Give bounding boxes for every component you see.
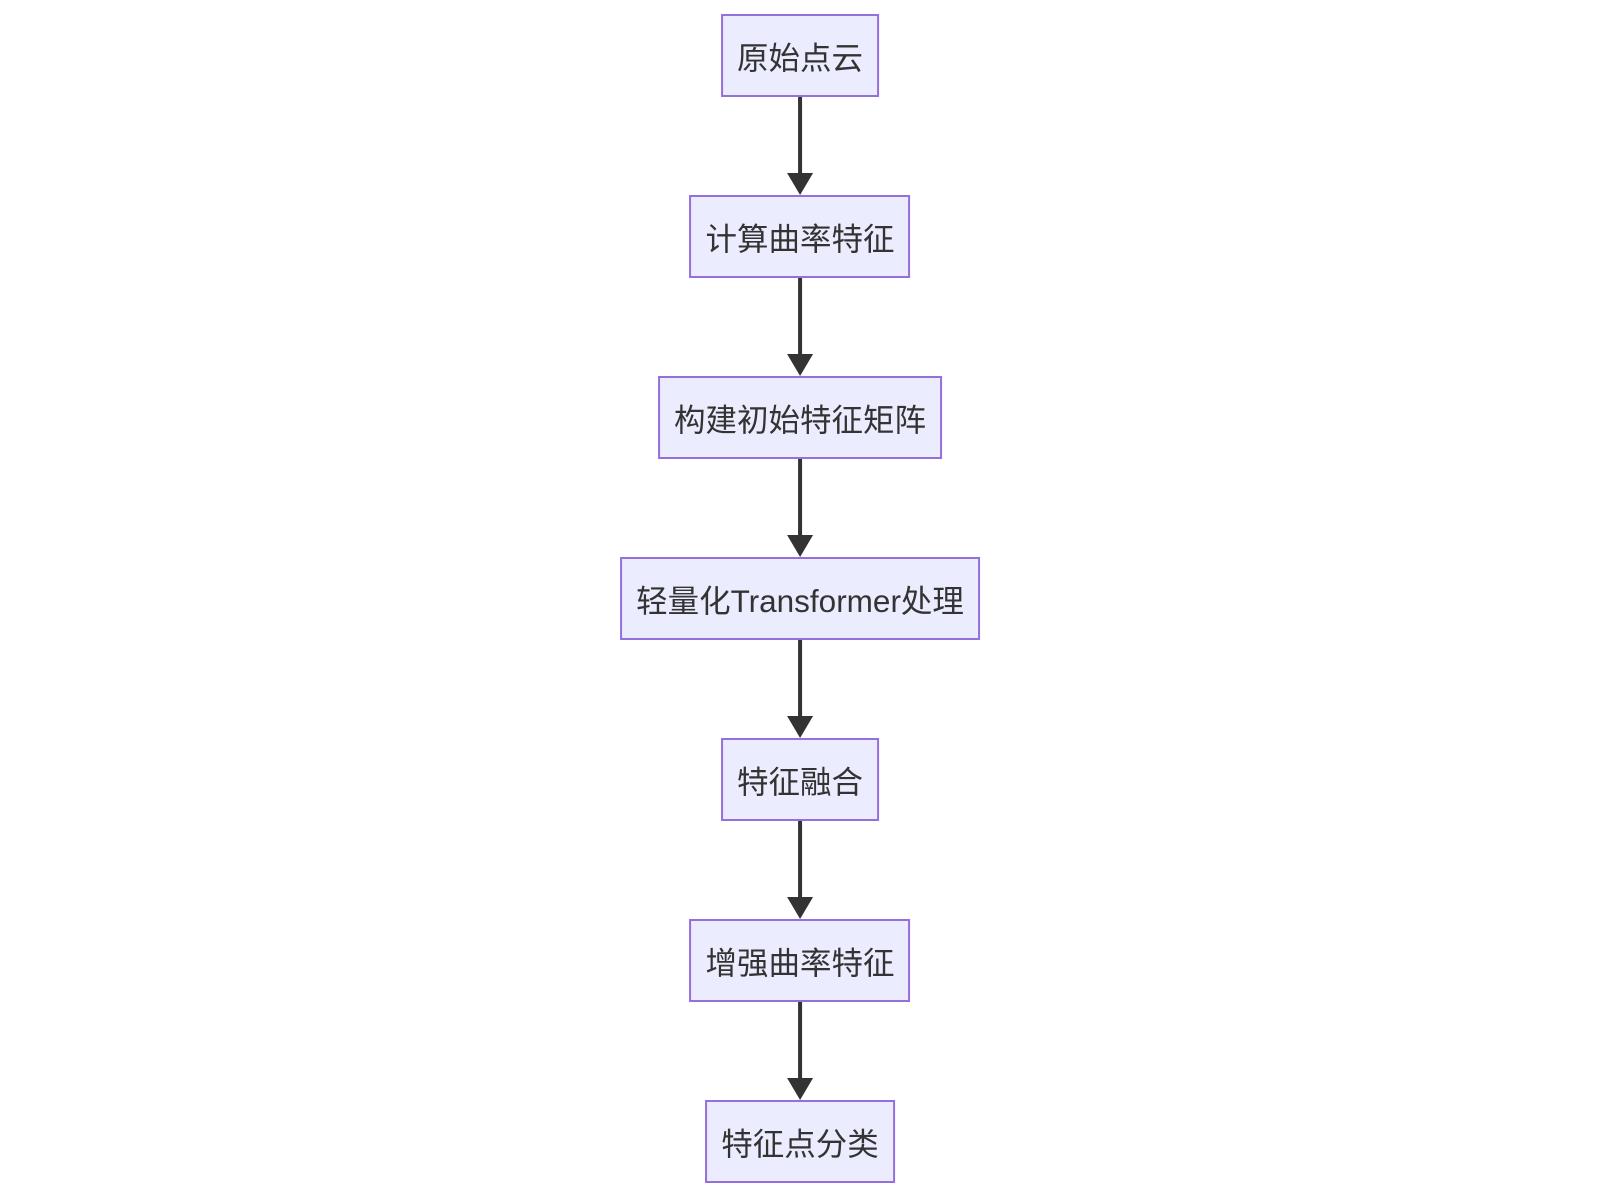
- flow-arrow: [786, 821, 813, 919]
- arrow-line: [797, 278, 802, 354]
- arrow-line: [797, 821, 802, 897]
- flow-node-label: 原始点云: [736, 39, 864, 76]
- flow-node-label: 轻量化Transformer处理: [636, 582, 964, 619]
- flow-arrow: [786, 97, 813, 195]
- flow-node-label: 构建初始特征矩阵: [673, 401, 927, 438]
- arrow-down-icon: [786, 897, 813, 919]
- flowchart: 原始点云 计算曲率特征 构建初始特征矩阵 轻量化Transformer处理 特征…: [620, 14, 980, 1183]
- flow-node-feature-point-classification: 特征点分类: [705, 1100, 895, 1183]
- flow-node-label: 特征融合: [736, 763, 864, 800]
- flow-arrow: [786, 459, 813, 557]
- flow-arrow: [786, 1002, 813, 1100]
- arrow-line: [797, 640, 802, 716]
- flow-node-enhanced-curvature: 增强曲率特征: [689, 919, 911, 1002]
- flow-node-label: 计算曲率特征: [705, 220, 895, 257]
- flow-node-feature-fusion: 特征融合: [720, 738, 880, 821]
- arrow-down-icon: [786, 535, 813, 557]
- arrow-down-icon: [786, 1078, 813, 1100]
- arrow-down-icon: [786, 716, 813, 738]
- flow-node-build-feature-matrix: 构建初始特征矩阵: [657, 376, 943, 459]
- flow-arrow: [786, 278, 813, 376]
- arrow-line: [797, 1002, 802, 1078]
- arrow-line: [797, 97, 802, 173]
- flow-node-lightweight-transformer: 轻量化Transformer处理: [620, 557, 980, 640]
- flow-node-label: 特征点分类: [721, 1125, 879, 1162]
- flow-arrow: [786, 640, 813, 738]
- flow-node-label: 增强曲率特征: [705, 944, 895, 981]
- arrow-down-icon: [786, 173, 813, 195]
- arrow-line: [797, 459, 802, 535]
- flow-node-raw-point-cloud: 原始点云: [720, 14, 880, 97]
- arrow-down-icon: [786, 354, 813, 376]
- flow-node-compute-curvature: 计算曲率特征: [689, 195, 911, 278]
